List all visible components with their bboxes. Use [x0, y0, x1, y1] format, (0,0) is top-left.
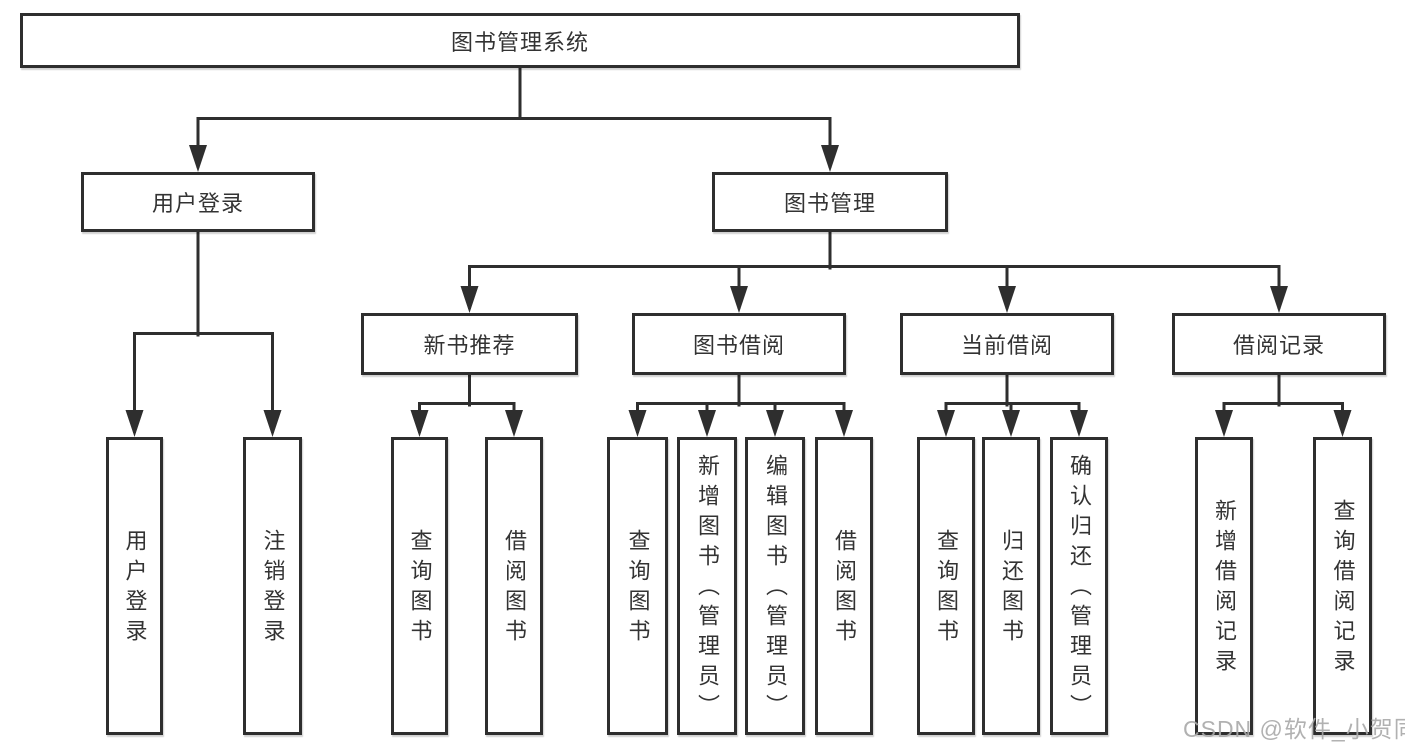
leaf-query-books-borrowing: 查询图书: [607, 437, 668, 735]
csdn-watermark: CSDN @软件_小贺同学: [1183, 716, 1405, 742]
leaf-borrow-books-recommend: 借阅图书: [485, 437, 543, 735]
node-book-borrowing: 图书借阅: [632, 313, 846, 375]
node-borrowing-records: 借阅记录: [1172, 313, 1386, 375]
node-user-login: 用户登录: [81, 172, 315, 232]
leaf-user-login: 用户登录: [106, 437, 163, 735]
leaf-add-book-admin: 新增图书（管理员）: [677, 437, 737, 735]
leaf-query-books-current: 查询图书: [917, 437, 975, 735]
leaf-query-borrow-record: 查询借阅记录: [1313, 437, 1372, 735]
node-new-book-recommendation: 新书推荐: [361, 313, 578, 375]
node-library-management-system: 图书管理系统: [20, 13, 1020, 68]
leaf-query-books-recommend: 查询图书: [391, 437, 448, 735]
leaf-confirm-return-admin: 确认归还（管理员）: [1050, 437, 1108, 735]
node-current-borrowing: 当前借阅: [900, 313, 1114, 375]
arrowheads: [125, 145, 1352, 437]
node-book-management: 图书管理: [712, 172, 948, 232]
leaf-borrow-books-borrowing: 借阅图书: [815, 437, 873, 735]
leaf-logout: 注销登录: [243, 437, 302, 735]
leaf-add-borrow-record: 新增借阅记录: [1195, 437, 1253, 735]
leaf-return-book: 归还图书: [982, 437, 1040, 735]
leaf-edit-book-admin: 编辑图书（管理员）: [745, 437, 805, 735]
